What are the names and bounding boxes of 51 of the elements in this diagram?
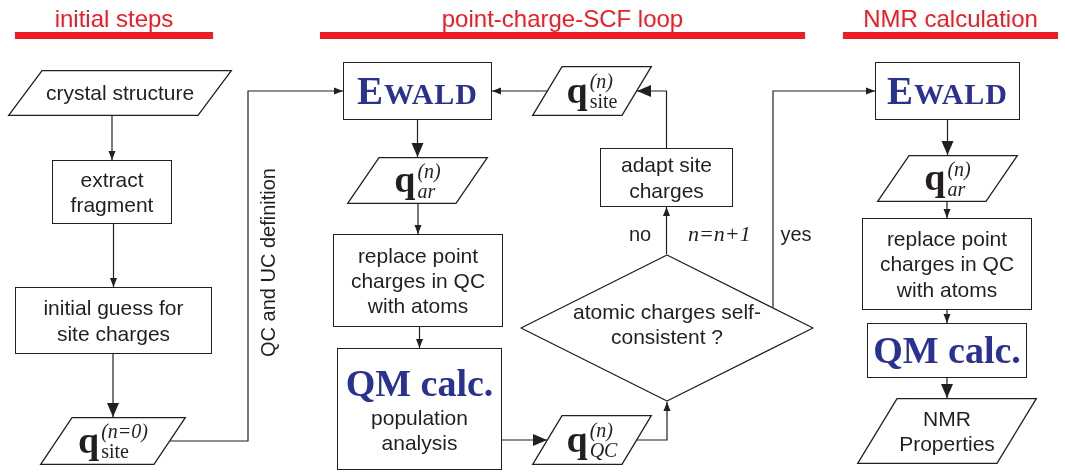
annotation: n=n+1 — [688, 221, 751, 247]
process-box — [600, 148, 733, 207]
arrow — [491, 87, 548, 95]
node-label: NMR Properties — [898, 405, 996, 457]
arrow — [663, 206, 670, 255]
arrow — [411, 119, 424, 158]
arrow — [636, 85, 668, 149]
arrow — [636, 401, 671, 441]
arrow — [943, 201, 951, 219]
arrow — [107, 353, 119, 418]
arrow — [169, 87, 344, 442]
node-label: adapt site charges — [619, 152, 714, 203]
node-label: extract fragment — [69, 166, 155, 218]
process-box — [52, 160, 172, 224]
data-parallelogram — [532, 66, 652, 116]
arrow — [943, 309, 951, 324]
node-label: population analysis — [370, 404, 469, 456]
process-box — [867, 323, 1027, 378]
data-parallelogram — [857, 398, 1037, 464]
section-heading: initial steps — [15, 6, 213, 40]
title-text: EWALD — [357, 67, 478, 114]
process-box — [333, 234, 503, 327]
node-label: replace point charges in QC with atoms — [878, 226, 1016, 302]
process-box — [343, 62, 492, 120]
node-label: crystal structure — [45, 80, 195, 106]
section-heading: NMR calculation — [843, 6, 1058, 40]
arrow — [501, 434, 548, 446]
arrow — [108, 115, 116, 161]
title-text: QM calc. — [873, 329, 1021, 372]
process-box — [15, 287, 212, 354]
data-parallelogram — [877, 155, 1018, 202]
section-heading: point-charge-SCF loop — [320, 6, 805, 40]
node-label: atomic charges self-consistent ? — [572, 298, 762, 350]
node-label: replace point charges in QC with atoms — [349, 242, 487, 319]
arrow — [110, 223, 117, 288]
arrow — [941, 119, 954, 156]
data-parallelogram — [532, 415, 652, 465]
title-text: EWALD — [887, 67, 1008, 114]
process-box — [862, 218, 1032, 310]
data-parallelogram — [8, 70, 232, 116]
arrow — [416, 326, 423, 349]
arrow — [772, 87, 876, 308]
data-parallelogram — [347, 157, 488, 204]
decision-diamond — [520, 254, 814, 402]
arrow — [941, 377, 953, 399]
title-text: QM calc. — [345, 362, 494, 405]
process-box — [875, 62, 1020, 120]
process-box — [337, 348, 502, 470]
node-label: initial guess for site charges — [42, 295, 185, 346]
data-parallelogram — [40, 417, 186, 465]
arrow — [414, 203, 422, 235]
